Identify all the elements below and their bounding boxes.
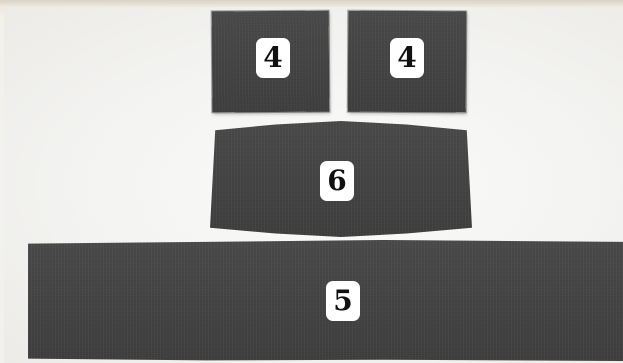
piece-number-label: 6	[320, 161, 354, 201]
piece-number-label: 5	[326, 281, 360, 321]
piece-number-label: 4	[256, 38, 290, 78]
piece-number-label: 4	[390, 38, 424, 78]
